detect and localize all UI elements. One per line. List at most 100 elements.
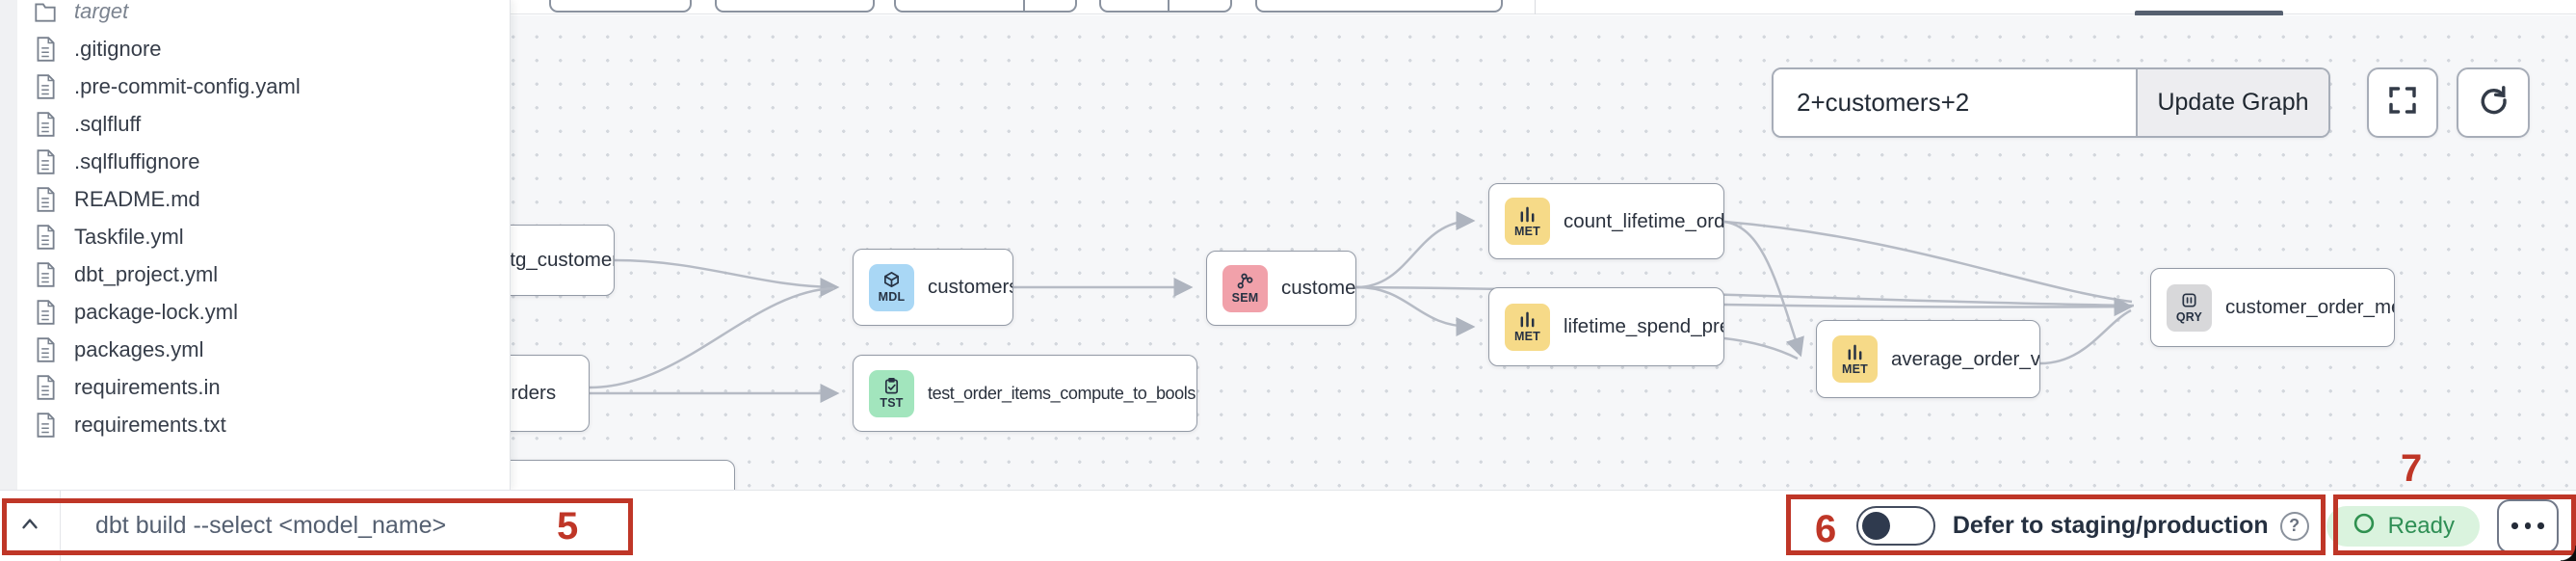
met-badge: MET	[1505, 198, 1550, 245]
file-name: target	[74, 0, 129, 23]
qry-badge: QRY	[2167, 283, 2212, 332]
file-icon	[33, 224, 58, 251]
file-icon	[33, 412, 58, 439]
graph-selector-input[interactable]	[1774, 69, 2136, 136]
sidebar-gutter	[0, 0, 17, 490]
metric-icon	[1518, 310, 1537, 329]
graph-node-count_lifetime_orders[interactable]: MET count_lifetime_orders	[1488, 183, 1724, 259]
file-icon	[33, 73, 58, 100]
toolbar-button-partial[interactable]	[894, 0, 1077, 13]
file-item[interactable]: .sqlfluffignore	[17, 143, 509, 180]
metric-icon	[1518, 205, 1537, 224]
ready-label: Ready	[2387, 512, 2455, 539]
file-name: requirements.in	[74, 374, 221, 399]
toolbar-button-partial[interactable]	[715, 0, 875, 13]
refresh-button[interactable]	[2457, 67, 2530, 138]
defer-toggle[interactable]	[1855, 506, 1935, 546]
refresh-icon	[2476, 83, 2510, 122]
fullscreen-icon	[2385, 83, 2420, 122]
node-label: lifetime_spend_pretax	[1564, 315, 1723, 337]
file-name: .gitignore	[74, 36, 162, 61]
graph-node-customer_order_metrics[interactable]: QRY customer_order_metrics	[2150, 268, 2395, 347]
toggle-knob	[1861, 512, 1890, 540]
file-item[interactable]: .pre-commit-config.yaml	[17, 67, 509, 105]
active-tab-underline	[2135, 11, 2283, 16]
divider	[1023, 0, 1025, 11]
divider	[60, 491, 61, 561]
node-label: orders	[500, 382, 557, 404]
bottom-command-bar: Defer to staging/production ? Ready	[0, 490, 2576, 561]
chevron-up-icon	[17, 512, 42, 540]
fullscreen-button[interactable]	[2367, 67, 2438, 138]
toolbar-button-partial[interactable]	[1099, 0, 1232, 13]
graph-node-test_order_items[interactable]: TST test_order_items_compute_to_bools...	[853, 355, 1197, 432]
badge-kind-label: MET	[1514, 224, 1540, 238]
update-graph-button[interactable]: Update Graph	[2136, 69, 2328, 136]
node-label: customers	[1281, 277, 1356, 299]
node-label: stg_customers	[500, 249, 614, 271]
toolbar-button-partial[interactable]	[549, 0, 692, 13]
badge-kind-label: QRY	[2175, 310, 2203, 324]
defer-label: Defer to staging/production	[1952, 512, 2269, 539]
file-name: .sqlfluffignore	[74, 148, 200, 174]
folder-icon	[33, 0, 58, 25]
file-icon	[33, 336, 58, 363]
file-item[interactable]: packages.yml	[17, 331, 509, 368]
file-name: Taskfile.yml	[74, 224, 184, 249]
file-explorer-sidebar: target .gitignore .pre-commit-config.yaml.…	[0, 0, 511, 490]
file-item[interactable]: requirements.txt	[17, 406, 509, 443]
test-icon	[882, 377, 901, 395]
file-icon	[33, 148, 58, 175]
dbt-command-input[interactable]	[95, 512, 558, 540]
file-item[interactable]: package-lock.yml	[17, 293, 509, 331]
met-badge: MET	[1505, 303, 1550, 351]
collapse-panel-button[interactable]	[0, 491, 60, 561]
file-item[interactable]: .gitignore	[17, 30, 509, 67]
file-item[interactable]: README.md	[17, 180, 509, 218]
graph-node-lifetime_spend_pretax[interactable]: MET lifetime_spend_pretax	[1488, 287, 1724, 366]
file-item-folder[interactable]: target	[17, 0, 509, 30]
file-name: package-lock.yml	[74, 299, 238, 324]
file-name: packages.yml	[74, 336, 204, 361]
file-item[interactable]: Taskfile.yml	[17, 218, 509, 255]
more-options-button[interactable]	[2497, 498, 2559, 553]
file-item[interactable]: dbt_project.yml	[17, 255, 509, 293]
semantic-model-icon	[1236, 272, 1254, 290]
file-item[interactable]: requirements.in	[17, 368, 509, 406]
node-label: customer_order_metrics	[2225, 296, 2394, 318]
badge-kind-label: MET	[1842, 361, 1868, 376]
help-icon[interactable]: ?	[2279, 511, 2309, 541]
query-icon	[2180, 291, 2198, 309]
ellipsis-icon	[2511, 522, 2544, 529]
met-badge: MET	[1832, 335, 1878, 383]
toolbar-button-partial[interactable]	[1255, 0, 1503, 13]
mdl-badge: MDL	[869, 263, 914, 311]
file-icon	[33, 36, 58, 63]
node-label: test_order_items_compute_to_bools...	[928, 383, 1197, 403]
file-icon	[33, 186, 58, 213]
file-name: .pre-commit-config.yaml	[74, 73, 301, 98]
graph-node-customers_sem[interactable]: SEM customers	[1206, 251, 1356, 326]
file-icon	[33, 111, 58, 138]
file-item[interactable]: .sqlfluff	[17, 105, 509, 143]
top-toolbar-strip	[0, 0, 2576, 16]
metric-icon	[1846, 343, 1864, 361]
file-icon	[33, 299, 58, 326]
model-icon	[882, 271, 901, 289]
sem-badge: SEM	[1222, 264, 1268, 312]
file-list: target .gitignore .pre-commit-config.yaml.…	[17, 0, 509, 443]
tst-badge: TST	[869, 369, 914, 417]
badge-kind-label: TST	[880, 396, 904, 410]
ready-status-badge: Ready	[2326, 505, 2480, 547]
badge-kind-label: MDL	[878, 290, 906, 304]
node-label: count_lifetime_orders	[1564, 209, 1724, 232]
file-name: README.md	[74, 186, 200, 211]
toolbar-divider	[1535, 0, 1536, 14]
file-icon	[33, 261, 58, 288]
badge-kind-label: SEM	[1231, 291, 1259, 305]
divider	[1168, 0, 1170, 11]
file-name: requirements.txt	[74, 412, 226, 437]
